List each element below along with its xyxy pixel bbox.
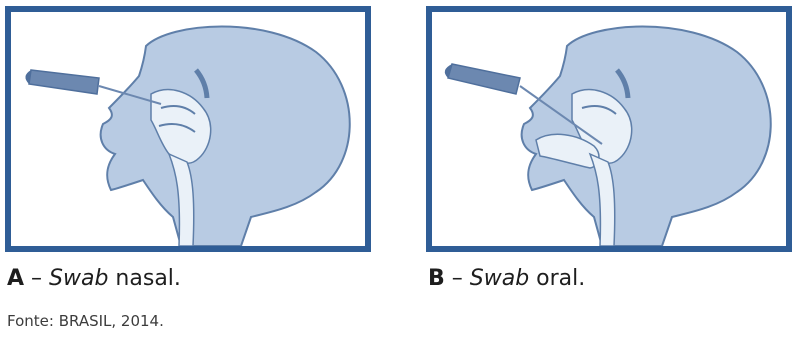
oral-swab-illustration	[432, 12, 786, 246]
caption-rest: nasal.	[108, 266, 180, 291]
caption-dash: –	[445, 266, 470, 291]
caption-term: Swab	[470, 266, 529, 291]
panel-b-oral-swab-diagram	[426, 6, 792, 252]
caption-dash: –	[24, 266, 49, 291]
caption-letter: A	[7, 266, 24, 291]
nasal-swab-illustration	[11, 12, 365, 246]
source-citation: Fonte: BRASIL, 2014.	[7, 312, 164, 330]
caption-b: B – Swab oral.	[428, 266, 585, 291]
caption-rest: oral.	[529, 266, 585, 291]
caption-a: A – Swab nasal.	[7, 266, 181, 291]
panel-a-nasal-swab-diagram	[5, 6, 371, 252]
head-silhouette	[101, 27, 350, 247]
swab-handle	[29, 70, 99, 94]
swab-handle	[448, 64, 520, 94]
caption-letter: B	[428, 266, 445, 291]
caption-term: Swab	[49, 266, 108, 291]
